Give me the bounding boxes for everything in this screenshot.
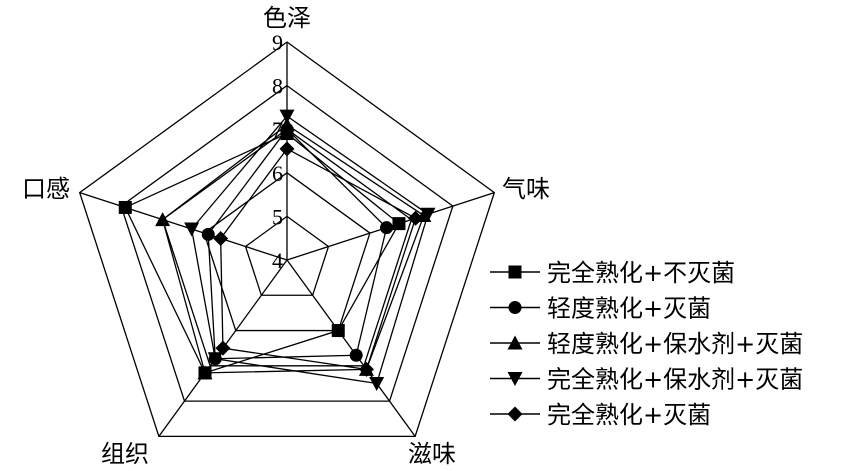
legend-item: 轻度熟化+保水剂+灭菌 xyxy=(490,330,803,358)
radar-grid xyxy=(78,41,496,438)
legend-item: 完全熟化+灭菌 xyxy=(490,401,711,429)
legend-marker-square xyxy=(508,265,522,279)
grid-ring-9 xyxy=(78,41,496,438)
legend-marker-diamond xyxy=(507,406,523,422)
axis-label-0: 色泽 xyxy=(263,4,311,32)
data-point-square xyxy=(118,200,132,214)
data-point-triangle-up xyxy=(279,117,295,132)
data-point-triangle-down xyxy=(369,376,385,391)
data-point-diamond xyxy=(408,210,424,226)
legend-marker-triangle-down xyxy=(507,372,523,386)
axis-label-1: 气味 xyxy=(502,175,550,203)
axis-label-3: 组织 xyxy=(101,440,149,468)
data-point-triangle-up xyxy=(197,365,213,380)
legend: 完全熟化+不灭菌轻度熟化+灭菌轻度熟化+保水剂+灭菌完全熟化+保水剂+灭菌完全熟… xyxy=(490,259,803,429)
legend-label: 轻度熟化+灭菌 xyxy=(547,295,711,323)
data-point-square xyxy=(392,217,406,231)
series-line xyxy=(190,115,429,385)
legend-item: 完全熟化+保水剂+灭菌 xyxy=(490,366,803,394)
series-line xyxy=(124,132,400,374)
grid-ring-6 xyxy=(203,171,371,332)
radial-tick-labels: 4 5 6 7 8 9 xyxy=(272,30,283,273)
legend-label: 完全熟化+不灭菌 xyxy=(547,259,735,287)
data-point-triangle-up xyxy=(155,212,171,227)
legend-label: 完全熟化+灭菌 xyxy=(547,401,711,429)
axis-spoke-4 xyxy=(79,192,288,261)
tick-label: 5 xyxy=(272,204,283,229)
legend-item: 完全熟化+不灭菌 xyxy=(490,259,735,287)
data-point-diamond xyxy=(358,361,374,377)
series-4 xyxy=(213,141,424,377)
legend-label: 轻度熟化+保水剂+灭菌 xyxy=(547,330,803,358)
tick-label: 7 xyxy=(272,117,283,142)
grid-ring-8 xyxy=(120,84,454,402)
tick-label: 9 xyxy=(272,30,283,55)
data-point-triangle-down xyxy=(207,352,223,367)
data-point-triangle-down xyxy=(279,109,295,124)
series-3 xyxy=(184,109,436,391)
data-point-circle xyxy=(349,348,363,362)
data-point-circle xyxy=(380,221,394,235)
series-0 xyxy=(118,127,406,380)
axis-label-2: 滋味 xyxy=(408,440,456,468)
axis-spoke-2 xyxy=(286,259,416,437)
data-point-square xyxy=(331,324,345,338)
data-point-triangle-down xyxy=(184,222,200,237)
tick-label: 6 xyxy=(272,161,283,186)
legend-label: 完全熟化+保水剂+灭菌 xyxy=(547,366,803,394)
data-point-diamond xyxy=(215,340,231,356)
tick-label: 4 xyxy=(272,248,283,273)
tick-label: 8 xyxy=(272,74,283,99)
series-line xyxy=(219,147,417,371)
series-line xyxy=(207,128,388,360)
legend-marker-circle xyxy=(508,301,522,314)
data-point-circle xyxy=(201,227,215,241)
legend-marker-triangle-up xyxy=(507,335,523,350)
series-line xyxy=(161,124,425,374)
data-point-triangle-down xyxy=(420,207,436,222)
data-point-diamond xyxy=(213,230,229,246)
data-point-diamond xyxy=(279,141,295,157)
data-series xyxy=(118,109,436,391)
legend-item: 轻度熟化+灭菌 xyxy=(490,295,711,323)
axis-label-4: 口感 xyxy=(22,175,70,203)
grid-ring-5 xyxy=(244,215,330,296)
